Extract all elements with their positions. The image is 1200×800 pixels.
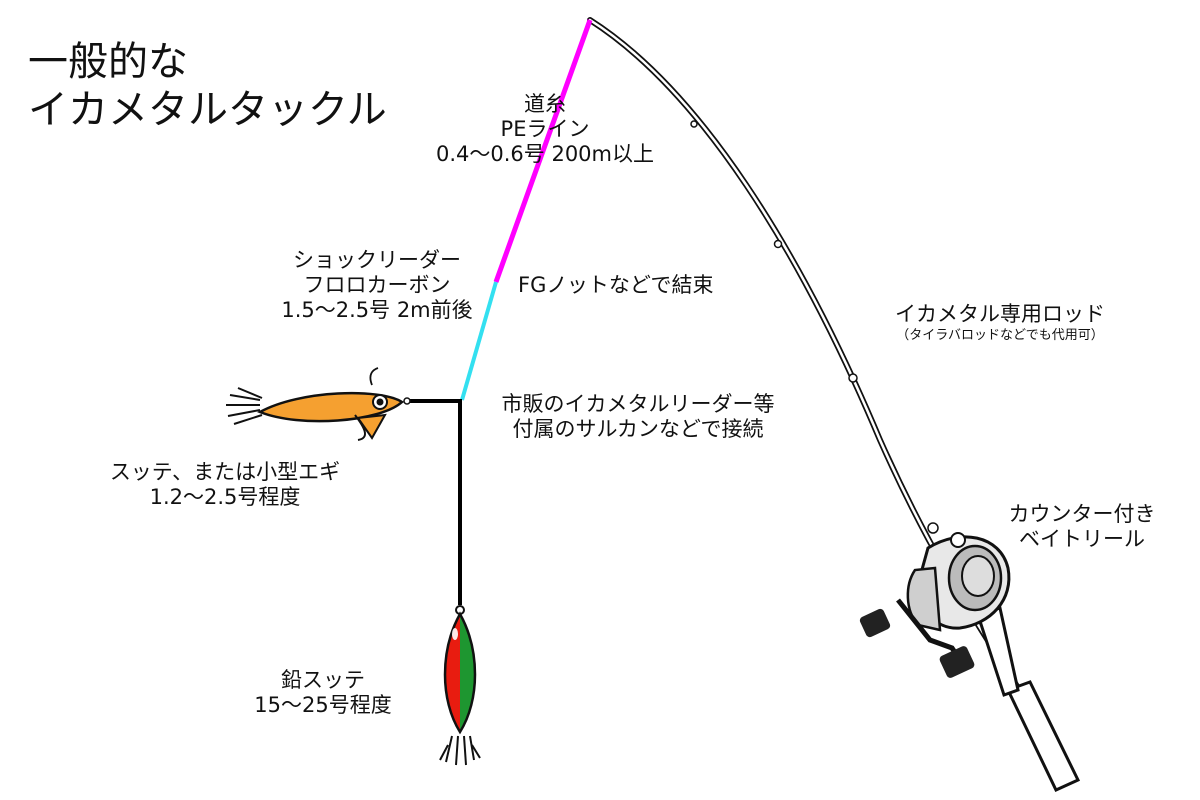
knot-label: FGノットなどで結束 [518,273,748,298]
sinker-label-1: 鉛スッテ [281,668,365,692]
knot-text: FGノットなどで結束 [518,273,714,297]
lead-sinker-sutte [439,605,481,766]
egi-lure [226,367,411,441]
rod-label-1: イカメタル専用ロッド [895,302,1105,326]
sinker-label: 鉛スッテ 15〜25号程度 [243,668,403,718]
main-line-label-3: 0.4〜0.6号 200m以上 [435,142,654,166]
sinker-label-2: 15〜25号程度 [254,693,392,717]
rig-line [410,399,462,605]
leader-label-3: 1.5〜2.5号 2m前後 [281,298,473,322]
sutte-label-2: 1.2〜2.5号程度 [149,485,301,509]
rig-connection-1: 市販のイカメタルリーダー等 [501,392,775,416]
title-line1: 一般的な [28,39,188,85]
rig-connection-2: 付属のサルカンなどで接続 [512,417,764,441]
rig-connection-label: 市販のイカメタルリーダー等 付属のサルカンなどで接続 [478,392,798,442]
leader-label: ショックリーダー フロロカーボン 1.5〜2.5号 2m前後 [262,248,492,323]
rod-label: イカメタル専用ロッド （タイラバロッドなどでも代用可） [855,302,1145,345]
leader-label-2: フロロカーボン [303,273,451,297]
title-line2: イカメタルタックル [28,87,387,133]
sutte-label: スッテ、または小型エギ 1.2〜2.5号程度 [90,460,360,510]
sutte-label-1: スッテ、または小型エギ [109,460,341,484]
main-line-label-1: 道糸 [524,92,566,116]
reel-label: カウンター付き ベイトリール [992,502,1172,552]
leader-line [460,281,498,401]
diagram-title: 一般的な イカメタルタックル [28,38,387,134]
leader-label-1: ショックリーダー [293,248,461,272]
main-line-label-2: PEライン [500,117,590,141]
rod-grip [976,606,1081,792]
reel-label-1: カウンター付き [1008,502,1156,526]
main-line-label: 道糸 PEライン 0.4〜0.6号 200m以上 [425,92,665,167]
pe-line [493,19,593,283]
rod-label-2: （タイラバロッドなどでも代用可） [896,328,1104,343]
baitcast-reel [859,532,1011,678]
reel-label-2: ベイトリール [1019,527,1145,551]
